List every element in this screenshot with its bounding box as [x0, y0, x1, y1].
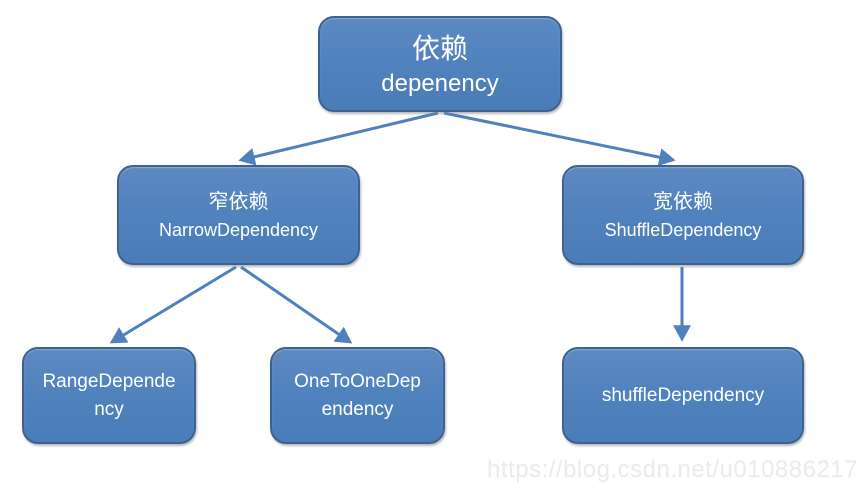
node-label-en: NarrowDependency — [158, 219, 319, 240]
node-label-zh: 依赖 — [411, 32, 468, 64]
node-label-zh: 窄依赖 — [208, 190, 269, 213]
node-label-en: ShuffleDependency — [604, 219, 762, 240]
node-narrow-dependency[interactable]: 窄依赖 NarrowDependency — [117, 165, 360, 265]
connector-root-to-wide — [443, 111, 676, 167]
connector-root-to-narrow — [238, 111, 439, 166]
node-label-line1: OneToOneDep — [294, 370, 421, 392]
node-shuffle-dependency[interactable]: 宽依赖 ShuffleDependency — [562, 165, 804, 265]
node-label-line1: RangeDepende — [42, 370, 176, 392]
watermark: https://blog.csdn.net/u010886217 — [487, 456, 858, 483]
node-range-dependency[interactable]: RangeDepende ncy — [22, 347, 196, 444]
node-label-line2: ncy — [94, 398, 124, 420]
node-label-en: depenency — [381, 70, 499, 97]
node-label-line2: endency — [321, 398, 394, 420]
node-label-zh: 宽依赖 — [653, 190, 713, 213]
node-label-line1: shuffleDependency — [601, 384, 765, 406]
node-onetoone-dependency[interactable]: OneToOneDep endency — [270, 347, 445, 444]
connector-narrow-to-range — [109, 265, 237, 344]
connector-narrow-to-onetoone — [240, 265, 353, 344]
node-dependency-root[interactable]: 依赖 depenency — [318, 16, 562, 112]
node-shuffle-dependency-leaf[interactable]: shuffleDependency — [562, 347, 804, 444]
